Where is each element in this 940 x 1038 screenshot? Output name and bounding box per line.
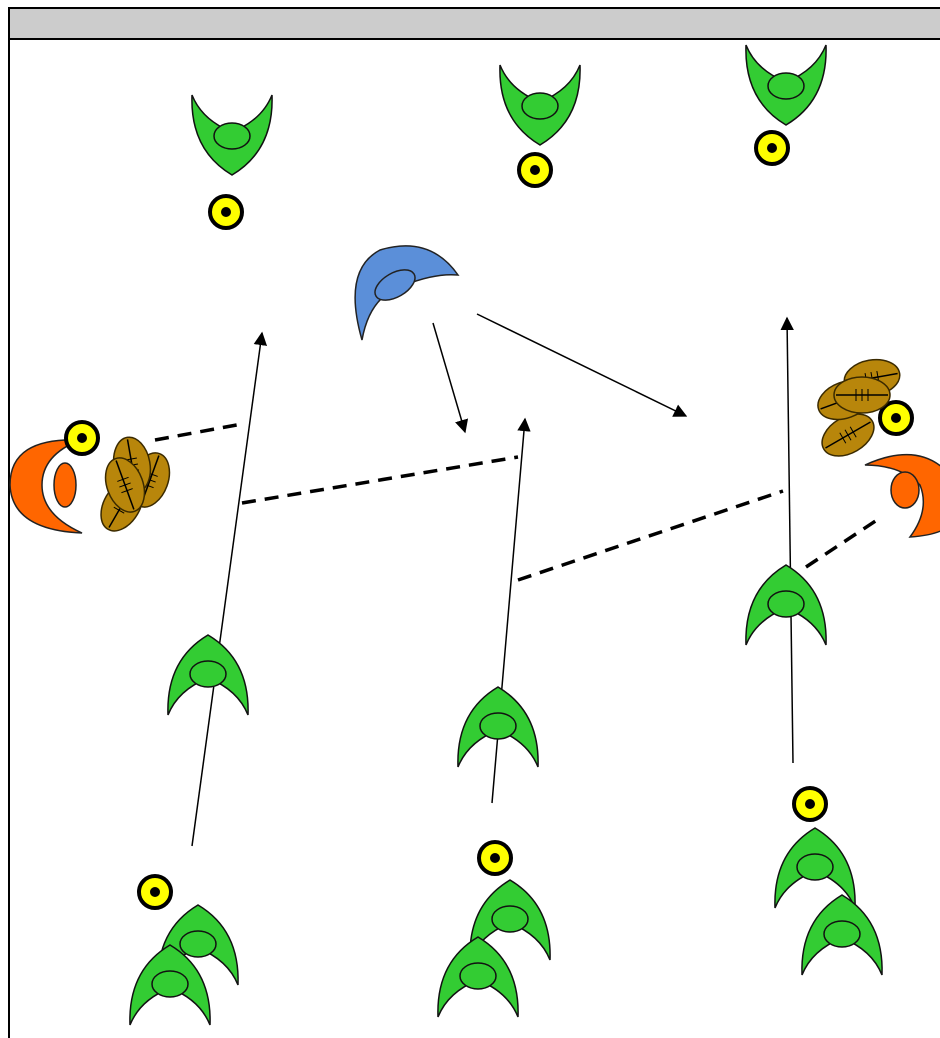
run-arrow-left (191, 331, 268, 847)
cone-marker-top-middle (517, 152, 553, 188)
cone-marker-right-defender (878, 400, 914, 436)
defender-right (864, 453, 940, 538)
dashed-line-1 (154, 422, 243, 442)
cone-marker-bottom-right (792, 786, 828, 822)
cone-marker-bottom-left (137, 874, 173, 910)
dashed-line-3 (517, 489, 784, 582)
coach-arrow-long (476, 313, 688, 417)
attacker-bottom-middle-front (437, 936, 519, 1018)
ball-stack-left (91, 433, 178, 539)
attacker-bottom-right-front (801, 894, 883, 976)
cone-marker-left-defender (64, 420, 100, 456)
dashed-line-4 (805, 516, 881, 569)
run-arrow-right (780, 316, 794, 764)
defender-left (9, 439, 83, 534)
dashed-line-2 (241, 455, 519, 505)
playing-field (8, 38, 940, 1038)
cone-marker-top-left (208, 194, 244, 230)
coach-icon (354, 245, 460, 341)
coach-arrow-short (432, 322, 469, 434)
cone-marker-bottom-middle (477, 840, 513, 876)
attacker-mid-middle (457, 686, 539, 768)
cone-marker-top-right (754, 130, 790, 166)
attacker-top-left (191, 94, 273, 176)
title-bar (8, 7, 940, 40)
attacker-top-middle (499, 64, 581, 146)
run-arrow-middle (491, 417, 531, 804)
attacker-mid-left (167, 634, 249, 716)
attacker-mid-right (745, 564, 827, 646)
attacker-top-right (745, 44, 827, 126)
